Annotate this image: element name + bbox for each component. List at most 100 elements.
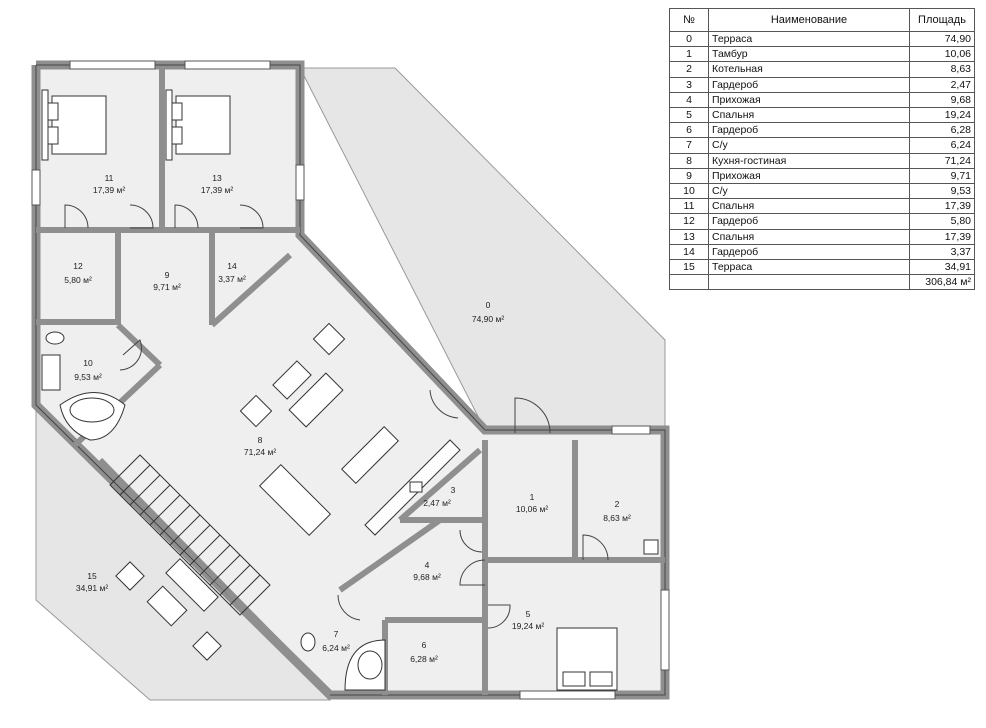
staircase xyxy=(109,454,271,616)
svg-text:6: 6 xyxy=(422,640,427,650)
svg-text:5: 5 xyxy=(526,609,531,619)
outdoor-table xyxy=(146,585,188,627)
cell-area: 19,24 xyxy=(909,107,975,124)
svg-text:15: 15 xyxy=(87,571,97,581)
house-floor xyxy=(36,65,665,695)
header-num: № xyxy=(669,8,709,32)
dining-table xyxy=(258,463,332,537)
cell-num: 9 xyxy=(669,167,709,185)
svg-text:2: 2 xyxy=(615,499,620,509)
cell-num: 7 xyxy=(669,137,709,154)
svg-text:9,53 м²: 9,53 м² xyxy=(74,372,102,382)
cell-area: 17,39 xyxy=(909,228,975,245)
svg-text:6,24 м²: 6,24 м² xyxy=(322,643,350,653)
table-total-row: 306,84 м² xyxy=(669,274,975,291)
room-label-12: 12 5,80 м² xyxy=(64,261,92,285)
sofa xyxy=(288,372,344,428)
cell-num: 8 xyxy=(669,152,709,169)
cell-name: Прихожая xyxy=(708,167,910,185)
svg-text:1: 1 xyxy=(530,492,535,502)
room-label-0: 0 74,90 м² xyxy=(472,300,504,324)
armchair xyxy=(239,394,273,428)
svg-text:3,37 м²: 3,37 м² xyxy=(218,274,246,284)
room-label-1: 1 10,06 м² xyxy=(516,492,548,514)
cell-area: 74,90 xyxy=(909,30,975,48)
room-label-7: 7 6,24 м² xyxy=(322,629,350,653)
cell-num: 12 xyxy=(669,213,709,230)
door-swings xyxy=(64,204,609,629)
cell-area: 3,37 xyxy=(909,243,975,261)
sink-room-10 xyxy=(41,354,61,391)
room-label-5: 5 19,24 м² xyxy=(512,609,544,631)
cell-num: 3 xyxy=(669,76,709,93)
outdoor-sofa xyxy=(165,558,219,612)
cell-name: С/у xyxy=(708,183,910,200)
cell-area: 34,91 xyxy=(909,259,975,276)
cell-num: 1 xyxy=(669,46,709,63)
outdoor-armchair xyxy=(115,561,145,591)
bed-room-5 xyxy=(556,627,618,691)
svg-text:17,39 м²: 17,39 м² xyxy=(201,185,233,195)
cell-area: 17,39 xyxy=(909,198,975,215)
cell-num: 15 xyxy=(669,259,709,276)
cell-area: 5,80 xyxy=(909,213,975,230)
toilet-room-10 xyxy=(45,331,65,345)
svg-text:3: 3 xyxy=(451,485,456,495)
room-label-8: 8 71,24 м² xyxy=(244,435,276,457)
cell-num: 11 xyxy=(669,198,709,215)
room-label-10: 10 9,53 м² xyxy=(74,358,102,382)
cell-num: 6 xyxy=(669,122,709,139)
svg-text:0: 0 xyxy=(486,300,491,310)
cell-area: 8,63 xyxy=(909,61,975,78)
header-area: Площадь xyxy=(909,8,975,32)
windows xyxy=(31,60,670,700)
cell-area: 9,71 xyxy=(909,167,975,185)
cell-name: Гардероб xyxy=(708,122,910,139)
cell-name: Прихожая xyxy=(708,91,910,109)
svg-text:7: 7 xyxy=(334,629,339,639)
armchair xyxy=(312,322,346,356)
interior-walls xyxy=(36,68,665,698)
cell-name: Терраса xyxy=(708,259,910,276)
cell-name: Спальня xyxy=(708,107,910,124)
cell-name: Гардероб xyxy=(708,243,910,261)
room-label-4: 4 9,68 м² xyxy=(413,560,441,582)
svg-text:9,71 м²: 9,71 м² xyxy=(153,282,181,292)
svg-text:4: 4 xyxy=(425,560,430,570)
cell-name: Спальня xyxy=(708,228,910,245)
coffee-table xyxy=(272,360,312,400)
kitchen-sink xyxy=(409,481,423,493)
table-header-row: № Наименование Площадь xyxy=(669,8,975,32)
svg-text:10,06 м²: 10,06 м² xyxy=(516,504,548,514)
cell-name: Гардероб xyxy=(708,76,910,93)
cell-num xyxy=(669,274,709,291)
cell-name: Кухня-гостиная xyxy=(708,152,910,169)
cell-area: 9,53 xyxy=(909,183,975,200)
bed-room-13 xyxy=(165,89,231,161)
svg-text:19,24 м²: 19,24 м² xyxy=(512,621,544,631)
outdoor-armchair xyxy=(192,631,222,661)
boiler-unit xyxy=(643,539,659,555)
svg-text:8,63 м²: 8,63 м² xyxy=(603,513,631,523)
total-area: 306,84 м² xyxy=(909,274,975,291)
room-label-15: 15 34,91 м² xyxy=(76,571,108,593)
cell-num: 0 xyxy=(669,30,709,48)
svg-text:6,28 м²: 6,28 м² xyxy=(410,654,438,664)
cell-name: Терраса xyxy=(708,30,910,48)
svg-text:14: 14 xyxy=(227,261,237,271)
svg-text:11: 11 xyxy=(105,173,114,183)
cell-name xyxy=(708,274,910,291)
cell-area: 2,47 xyxy=(909,76,975,93)
room-label-2: 2 8,63 м² xyxy=(603,499,631,523)
room-label-13: 13 17,39 м² xyxy=(201,173,233,195)
kitchen-island xyxy=(341,426,399,484)
